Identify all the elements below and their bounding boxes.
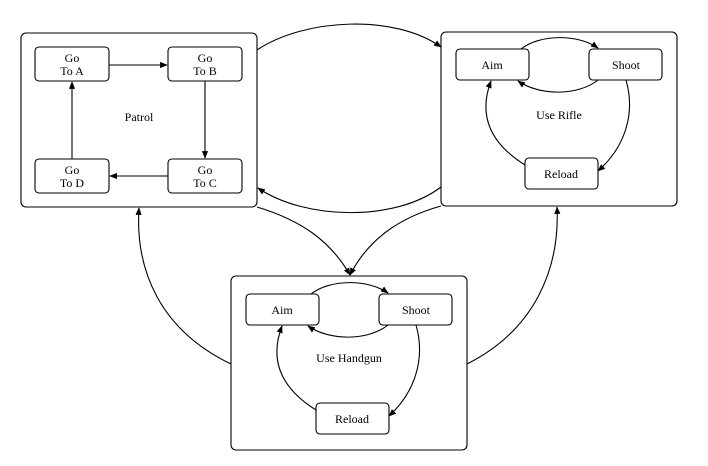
handgun-edge-shoot-to-reload: [388, 324, 421, 417]
group-use-rifle: Use Rifle Aim Shoot Reload: [440, 31, 678, 207]
handgun-node-shoot: [378, 293, 453, 326]
handgun-aim-label: Aim: [271, 303, 293, 317]
rifle-reload-label: Reload: [544, 167, 578, 181]
edge-rifle-to-handgun: [349, 205, 442, 276]
handgun-shoot-label: Shoot: [402, 303, 431, 317]
use-rifle-label: Use Rifle: [536, 108, 582, 122]
node-go-to-c-line1: Go: [198, 163, 213, 177]
rifle-edge-aim-to-shoot: [520, 37, 599, 50]
edge-handgun-to-patrol: [135, 207, 232, 365]
patrol-label: Patrol: [125, 110, 154, 124]
rifle-shoot-label: Shoot: [612, 58, 641, 72]
handgun-reload-label: Reload: [335, 412, 369, 426]
node-go-to-d-line2: To D: [60, 176, 84, 190]
use-handgun-label: Use Handgun: [316, 351, 382, 365]
handgun-edge-reload-to-aim: [276, 325, 317, 411]
rifle-edge-shoot-to-aim: [517, 79, 599, 93]
rifle-node-reload: [524, 157, 599, 190]
handgun-node-aim: [245, 293, 320, 326]
node-go-to-b-line1: Go: [198, 51, 213, 65]
node-go-to-a: [34, 46, 110, 82]
rifle-aim-label: Aim: [481, 58, 503, 72]
rifle-node-shoot: [588, 48, 663, 81]
node-go-to-c-line2: To C: [193, 176, 217, 190]
group-patrol: Patrol Go To A Go To B Go To C Go To D: [20, 32, 258, 208]
node-go-to-b-line2: To B: [193, 64, 217, 78]
node-go-to-a-line2: To A: [60, 64, 84, 78]
edge-handgun-to-rifle: [466, 206, 561, 365]
edge-patrol-to-handgun: [256, 206, 351, 276]
edge-rifle-to-patrol: [257, 186, 442, 214]
rifle-edge-shoot-to-reload: [597, 79, 630, 172]
edge-patrol-to-rifle: [256, 23, 442, 51]
handgun-node-reload: [315, 402, 390, 435]
node-go-to-a-line1: Go: [65, 51, 80, 65]
rifle-edge-reload-to-aim: [485, 80, 526, 166]
rifle-node-aim: [455, 48, 530, 81]
handgun-edge-aim-to-shoot: [310, 282, 389, 295]
node-go-to-d-line1: Go: [65, 163, 80, 177]
handgun-edge-shoot-to-aim: [307, 324, 389, 338]
group-use-handgun: Use Handgun Aim Shoot Reload: [230, 275, 468, 451]
